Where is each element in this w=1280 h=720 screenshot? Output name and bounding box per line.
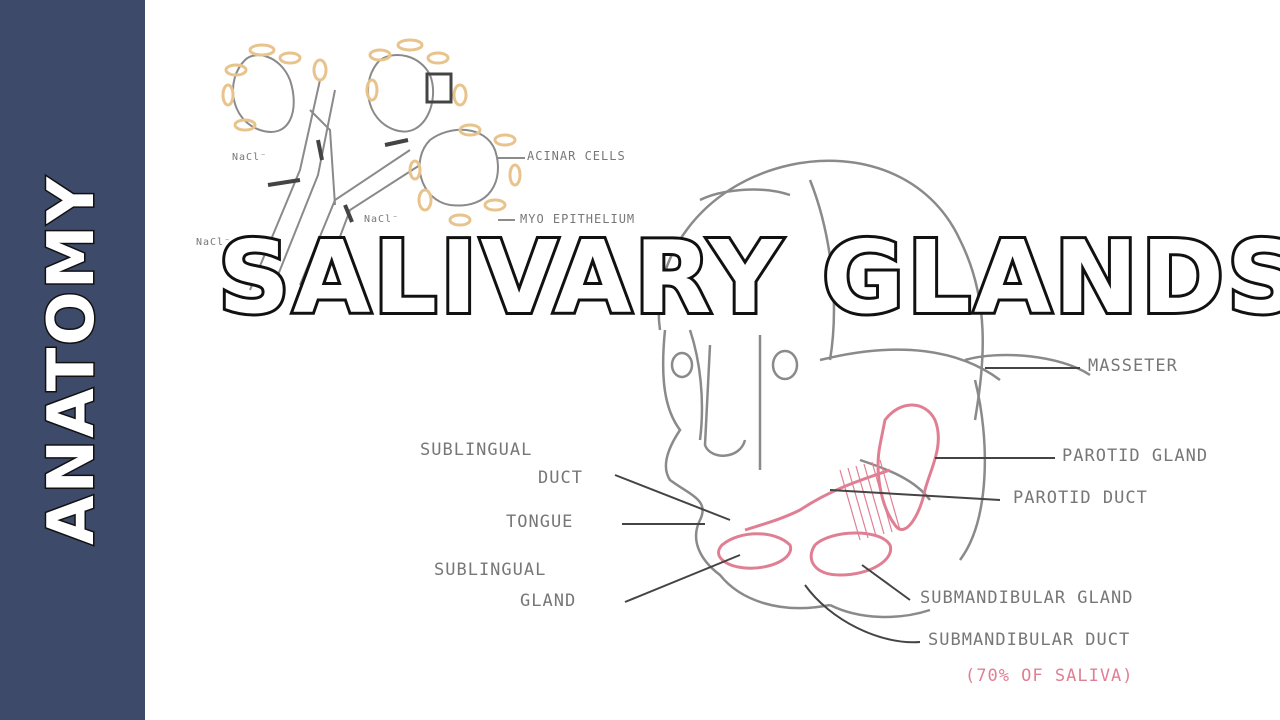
parotid-duct-shape (744, 468, 891, 532)
label-nacl-1: NaCl⁻ (232, 152, 268, 163)
label-sublingual-duct-line2: DUCT (538, 468, 583, 488)
label-saliva-note: (70% OF SALIVA) (965, 666, 1134, 686)
label-tongue: TONGUE (506, 512, 574, 532)
label-submandibular-gland: SUBMANDIBULAR GLAND (920, 588, 1134, 608)
transport-arrows (254, 138, 409, 252)
label-submandibular-duct: SUBMANDIBULAR DUCT (928, 630, 1131, 650)
label-parotid-gland: PAROTID GLAND (1062, 446, 1209, 466)
masseter-hatching (839, 459, 901, 541)
label-myoepithelium: MYO EPITHELIUM (520, 212, 636, 226)
label-nacl-3: NaCl⁻ (196, 237, 232, 248)
label-sublingual-gland-line2: GLAND (520, 591, 577, 611)
label-parotid-duct: PAROTID DUCT (1013, 488, 1148, 508)
sidebar: ANATOMY (0, 0, 145, 720)
label-sublingual-duct-line1: SUBLINGUAL (420, 440, 533, 460)
label-sublingual-gland-line1: SUBLINGUAL (434, 560, 547, 580)
label-nacl-2: NaCl⁻ (364, 214, 400, 225)
label-masseter: MASSETER (1088, 356, 1178, 376)
page-title: SALIVARY GLANDS (215, 219, 1280, 336)
sublingual-gland-shape (717, 532, 793, 570)
parotid-gland-shape (876, 403, 940, 531)
submandibular-gland-shape (809, 531, 893, 577)
acinus-pointers (498, 157, 525, 221)
myoepithelium-blobs (221, 38, 522, 227)
head-profile (657, 159, 1091, 619)
label-acinar-cells: ACINAR CELLS (527, 149, 626, 163)
label-pointers (614, 367, 1080, 644)
